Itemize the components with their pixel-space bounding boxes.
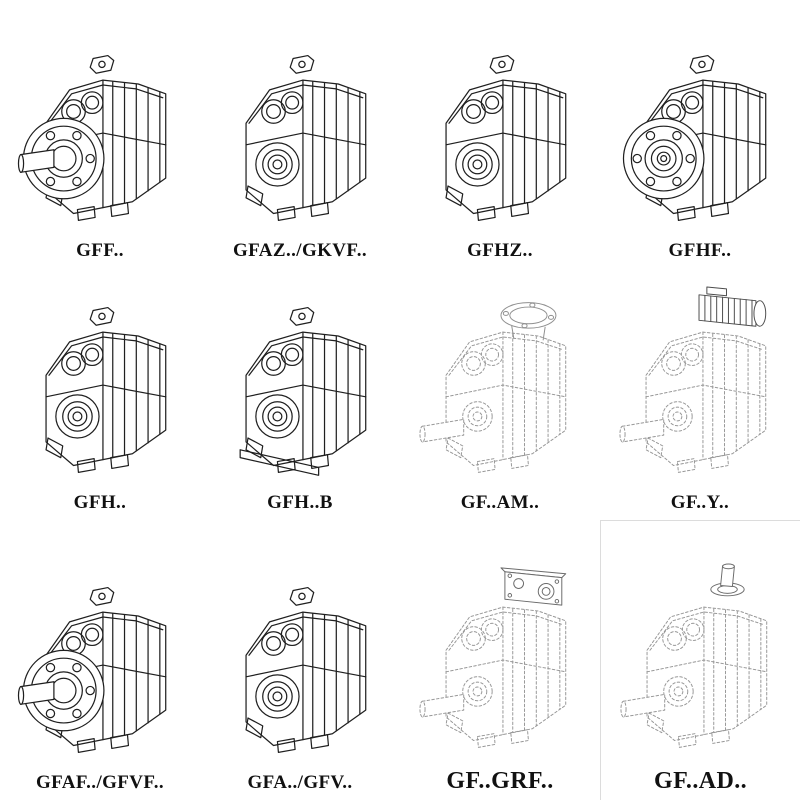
gearbox-cell-8: GF..Y.. — [600, 268, 800, 520]
gearbox-cell-1: GFF.. — [0, 0, 200, 268]
gearbox-cell-7: GF..AM.. — [400, 268, 600, 520]
gearbox-model-label: GFAF../GFVF.. — [35, 772, 164, 794]
drawing-hollow-bore-icon — [208, 565, 392, 771]
gearbox-cell-5: GFH.. — [0, 268, 200, 520]
gearbox-model-label: GFAZ../GKVF.. — [233, 240, 367, 262]
drawing-input-shaft-adapter-icon — [609, 560, 793, 766]
gearbox-cell-2: GFAZ../GKVF.. — [200, 0, 400, 268]
gearbox-model-label: GFH..B — [267, 492, 333, 514]
drawing-motor-adapter-flange-icon — [408, 285, 592, 491]
gearbox-model-label: GFH.. — [73, 492, 127, 514]
gearbox-cell-12: GF..AD.. — [600, 520, 800, 800]
gearbox-cell-9: GFAF../GFVF.. — [0, 520, 200, 800]
drawing-hollow-bore-icon — [408, 33, 592, 239]
drawing-flange-icon — [608, 33, 792, 239]
drawing-flange-shaft-icon — [8, 565, 192, 771]
gearbox-cell-4: GFHF.. — [600, 0, 800, 268]
gearbox-model-label: GF..GRF.. — [446, 767, 554, 794]
drawing-primary-reducer-icon — [408, 560, 592, 766]
gearbox-cell-11: GF..GRF.. — [400, 520, 600, 800]
drawing-hollow-bore-icon — [8, 285, 192, 491]
gearbox-cell-10: GFA../GFV.. — [200, 520, 400, 800]
drawing-flange-shaft-icon — [8, 33, 192, 239]
gearbox-model-label: GFF.. — [76, 240, 124, 262]
gearbox-model-label: GFHF.. — [668, 240, 732, 262]
gearbox-model-label: GF..AD.. — [654, 767, 747, 794]
gearbox-model-label: GFA../GFV.. — [247, 772, 353, 794]
drawing-hollow-bore-icon — [208, 33, 392, 239]
gearbox-model-label: GF..Y.. — [670, 492, 730, 514]
gearbox-model-label: GF..AM.. — [460, 492, 540, 514]
gearbox-cell-6: GFH..B — [200, 268, 400, 520]
gearbox-model-label: GFHZ.. — [467, 240, 533, 262]
drawing-motor-mounted-icon — [608, 285, 792, 491]
drawing-hollow-bore-base-icon — [208, 285, 392, 491]
gearbox-cell-3: GFHZ.. — [400, 0, 600, 268]
